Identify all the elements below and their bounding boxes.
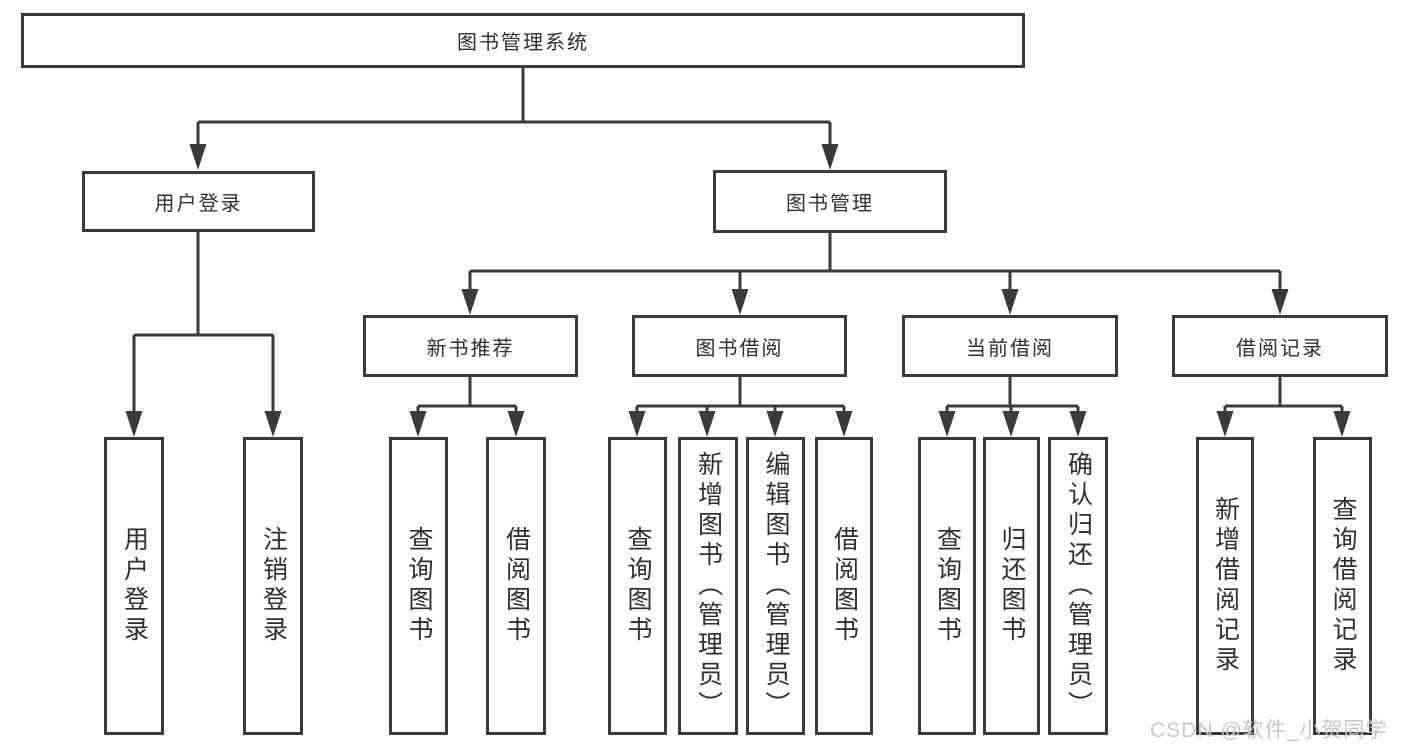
node-label: 用户登录 [154,193,243,215]
arrowhead-icon [1333,411,1351,437]
leaf-user-login: 用户登录 [104,437,164,735]
leaf-label: 查询图书 [624,526,652,646]
node-label: 借阅记录 [1236,337,1324,360]
arrowhead-icon [731,289,749,315]
leaf-label: 查询借阅记录 [1329,496,1357,676]
node-root-system: 图书管理系统 [21,13,1025,68]
leaf-recommend-query-books: 查询图书 [389,437,448,735]
arrowhead-icon [1002,411,1020,437]
connector-userlogin-to-leaves [132,232,275,425]
arrowhead-icon [409,411,427,437]
leaf-borrow-edit-books-admin: 编辑图书（管理员） [746,437,805,735]
connector-recommend-to-leaves [416,377,518,425]
connector-records-to-leaves [1223,377,1344,425]
arrowheads [125,144,1351,437]
arrowhead-icon [766,411,784,437]
leaf-current-query-books: 查询图书 [918,437,976,735]
connector-borrow-to-leaves [635,377,846,425]
connector-bookmgmt-to-level3 [468,233,1282,305]
node-label: 图书管理 [786,193,874,215]
leaf-label: 归还图书 [998,526,1026,646]
leaf-label: 新增借阅记录 [1211,496,1240,676]
arrowhead-icon [835,411,853,437]
leaf-label: 用户登录 [120,526,149,646]
arrowhead-icon [461,289,479,315]
node-current-borrowing: 当前借阅 [902,315,1118,377]
leaf-borrow-borrow-books: 借阅图书 [815,437,873,735]
leaf-borrow-add-books-admin: 新增图书（管理员） [678,437,738,735]
leaf-logout: 注销登录 [243,437,303,735]
node-label: 图书借阅 [695,337,784,360]
arrowhead-icon [1216,411,1234,437]
node-user-login: 用户登录 [82,171,315,232]
arrowhead-icon [698,411,716,437]
leaf-label: 注销登录 [259,526,288,646]
arrowhead-icon [264,411,282,437]
leaf-label: 借阅图书 [502,526,531,646]
node-new-book-recommend: 新书推荐 [363,315,578,377]
arrowhead-icon [1001,289,1019,315]
arrowhead-icon [628,411,646,437]
arrowhead-icon [1271,289,1289,315]
node-book-management: 图书管理 [713,170,947,233]
leaf-current-confirm-return-admin: 确认归还（管理员） [1048,437,1108,735]
leaf-records-add-record: 新增借阅记录 [1196,437,1254,735]
leaf-label: 查询图书 [405,526,433,646]
arrowhead-icon [821,144,839,170]
node-label: 新书推荐 [426,337,515,360]
node-label: 图书管理系统 [457,32,589,54]
node-label: 当前借阅 [966,337,1054,360]
leaf-label: 借阅图书 [830,526,859,646]
leaf-label: 新增图书（管理员） [694,451,723,721]
arrowhead-icon [189,144,207,170]
watermark-text: CSDN @软件_小贺同学 [1150,719,1388,742]
arrowhead-icon [507,411,525,437]
connector-skeleton [132,68,1344,425]
node-borrowing-records: 借阅记录 [1172,315,1388,377]
leaf-label: 确认归还（管理员） [1064,451,1093,721]
leaf-borrow-query-books: 查询图书 [608,437,667,735]
leaf-current-return-books: 归还图书 [983,437,1040,735]
arrowhead-icon [938,411,956,437]
node-book-borrowing: 图书借阅 [632,315,847,377]
leaf-recommend-borrow-books: 借阅图书 [486,437,546,735]
connector-root-to-level2 [196,68,832,160]
leaf-records-query-record: 查询借阅记录 [1313,437,1372,735]
arrowhead-icon [125,411,143,437]
leaf-label: 查询图书 [933,526,962,646]
leaf-label: 编辑图书（管理员） [762,451,790,721]
arrowhead-icon [1069,411,1087,437]
